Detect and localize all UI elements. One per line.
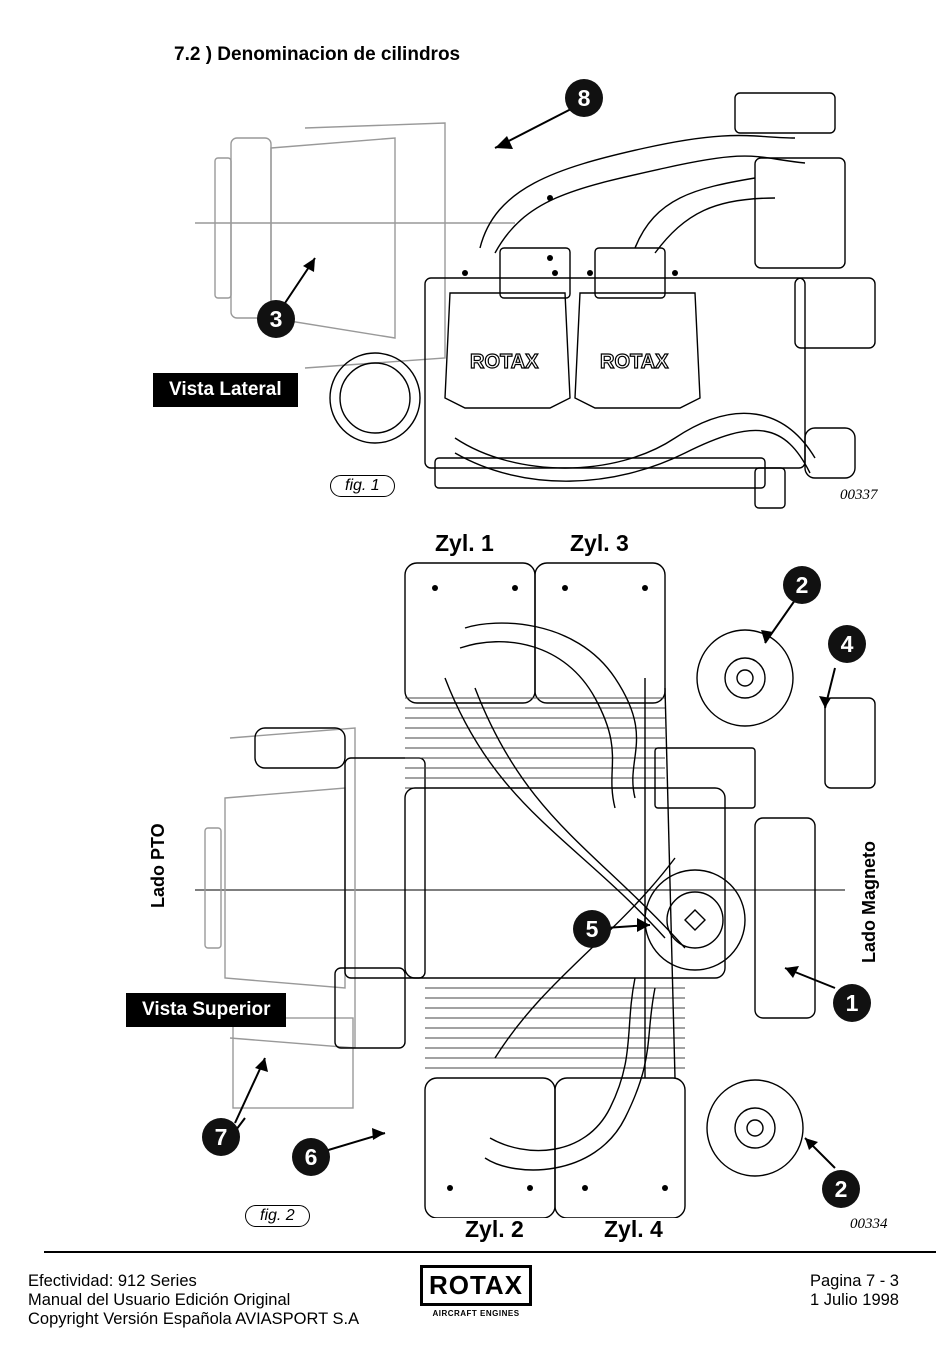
cylinder-1-label: Zyl. 1: [435, 530, 494, 556]
engine-cover-labels: ROTAX ROTAX: [469, 350, 669, 373]
logo-wordmark: ROTAX: [420, 1265, 532, 1306]
cylinder-4-label: Zyl. 4: [604, 1216, 663, 1242]
magneto-side-label: Lado Magneto: [859, 841, 879, 963]
callout-8: 8: [565, 79, 603, 117]
callout-1: 1: [833, 984, 871, 1022]
footer-effectivity: Efectividad: 912 Series: [28, 1272, 197, 1290]
footer-manual: Manual del Usuario Edición Original: [28, 1291, 291, 1309]
logo-subtitle: AIRCRAFT ENGINES: [432, 1309, 520, 1318]
top-view-label: Vista Superior: [126, 993, 287, 1027]
footer-right: Pagina 7 - 3 1 Julio 1998: [810, 1272, 899, 1310]
callout-7: 7: [202, 1118, 240, 1156]
footer-copyright: Copyright Versión Española AVIASPORT S.A: [28, 1310, 360, 1328]
engine-side-view-drawing: ROTAX ROTAX: [195, 92, 876, 509]
callout-3: 3: [257, 300, 295, 338]
footer-page-number: Pagina 7 - 3: [810, 1272, 899, 1290]
cylinder-2-label: Zyl. 2: [465, 1216, 524, 1242]
callout-2-bottom: 2: [822, 1170, 860, 1208]
pto-side-label: Lado PTO: [148, 823, 168, 908]
engine-top-view-drawing: [195, 562, 876, 1218]
fig2-code: 00334: [850, 1216, 888, 1232]
callout-4: 4: [828, 625, 866, 663]
side-view-label: Vista Lateral: [153, 373, 298, 407]
callout-6: 6: [292, 1138, 330, 1176]
footer-divider: [44, 1251, 936, 1253]
fig1-tag: fig. 1: [330, 475, 395, 497]
fig1-code: 00337: [840, 487, 878, 503]
valve-cover-label-right: ROTAX: [600, 351, 669, 373]
fig2-tag: fig. 2: [245, 1205, 310, 1227]
footer-left: Efectividad: 912 Series Manual del Usuar…: [28, 1272, 359, 1329]
valve-cover-label-left: ROTAX: [470, 351, 539, 373]
rotax-logo: ROTAX AIRCRAFT ENGINES: [420, 1265, 532, 1318]
section-title: 7.2 ) Denominacion de cilindros: [174, 44, 461, 65]
callout-2-top: 2: [783, 566, 821, 604]
callout-5: 5: [573, 910, 611, 948]
cylinder-3-label: Zyl. 3: [570, 530, 629, 556]
footer-date: 1 Julio 1998: [810, 1291, 899, 1309]
